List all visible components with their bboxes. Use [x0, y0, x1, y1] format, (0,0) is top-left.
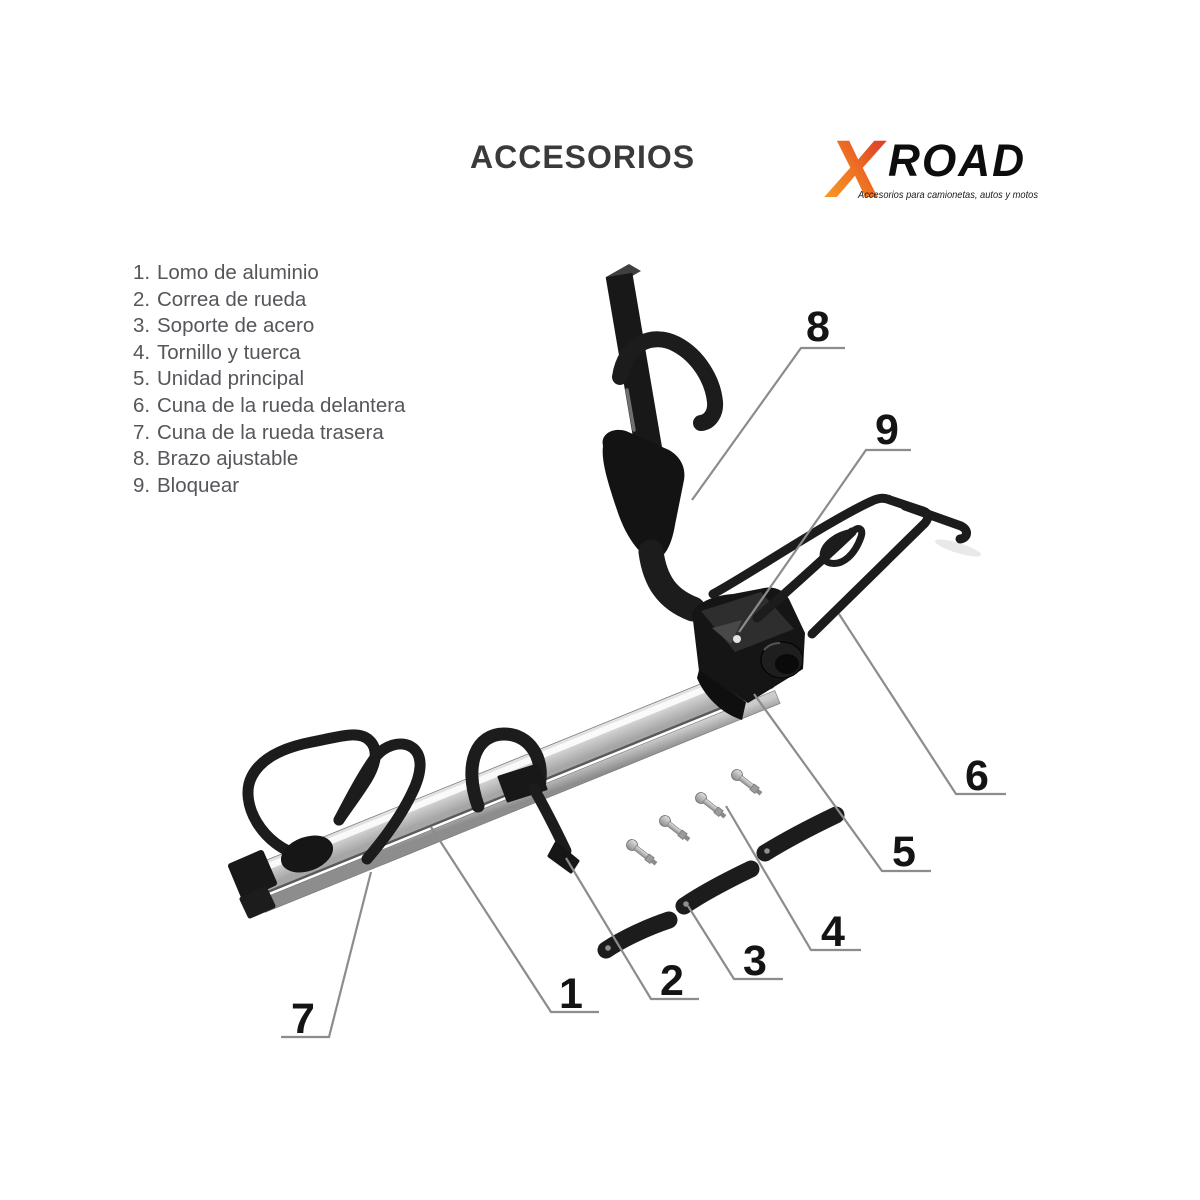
steel-support-hole [683, 901, 689, 907]
rear-cradle-right-loop [333, 738, 426, 865]
page-title: ACCESORIOS [470, 139, 696, 175]
callout-4-line [725, 805, 861, 952]
adjustable-arm [602, 264, 724, 622]
front-wheel-cradle [708, 493, 981, 639]
steel-support [675, 860, 760, 915]
callout-7: 7 [281, 871, 373, 1043]
steel-support-hole [764, 848, 770, 854]
strap-tip [547, 841, 580, 874]
front-cradle-top-bar [900, 501, 971, 544]
part-label: Lomo de aluminio [157, 261, 319, 284]
callout-9-number: 9 [875, 406, 899, 454]
callout-5-line [753, 693, 931, 873]
frame-hook [612, 331, 724, 431]
callout-8-number: 8 [806, 303, 830, 351]
part-label: Correa de rueda [157, 287, 307, 311]
callout-1: 1 [430, 826, 599, 1018]
ratchet-wedge [602, 429, 685, 560]
screw-set [623, 766, 765, 869]
part-number: 4. [133, 340, 151, 364]
parts-list: 1. Lomo de aluminio 2.Correa de rueda 3.S… [133, 260, 405, 499]
logo-road-text: ROAD [888, 135, 1026, 186]
callout-7-line [281, 871, 373, 1039]
unit-knob-highlight [763, 642, 781, 651]
arm-elbow [638, 539, 706, 622]
arm-slot [625, 388, 636, 432]
callout-3-number: 3 [743, 937, 767, 985]
part-number: 9. [133, 473, 151, 497]
rail-end-cap-lower [239, 886, 276, 919]
parts-list-item-6: 6.Cuna de la rueda delantera [133, 393, 405, 420]
strap-loop [465, 727, 547, 813]
unit-knob-face [775, 654, 799, 674]
callout-3: 3 [687, 905, 783, 985]
callout-2-number: 2 [660, 957, 684, 1005]
rail-end-cap [228, 850, 277, 900]
callout-1-line [430, 826, 599, 1014]
strap-tail [528, 783, 572, 857]
part-label: Unidad principal [157, 367, 305, 391]
logo-tagline: Accesorios para camionetas, autos y moto… [857, 189, 1039, 201]
part-number: 7. [133, 420, 151, 444]
part-label: Brazo ajustable [157, 447, 299, 471]
callout-8-line [691, 346, 845, 501]
parts-list-item-4: 4.Tornillo y tuerca [133, 340, 405, 367]
part-label: Bloquear [157, 473, 240, 497]
parts-list-item-7: 7.Cuna de la rueda trasera [133, 420, 405, 447]
steel-support-set [597, 806, 845, 959]
screw [656, 812, 693, 845]
parts-list-item-1: 1. Lomo de aluminio [133, 260, 405, 287]
parts-list-item-2: 2.Correa de rueda [133, 287, 405, 314]
callout-4-number: 4 [821, 908, 845, 956]
callout-6-number: 6 [965, 752, 989, 800]
parts-list-item-9: 9.Bloquear [133, 473, 405, 500]
callout-9-line [738, 448, 911, 633]
part-label: Cuna de la rueda trasera [157, 420, 384, 444]
rear-cradle-clamp [280, 835, 334, 873]
steel-support [597, 911, 678, 959]
part-label: Tornillo y tuerca [157, 340, 301, 364]
rail-highlight [248, 662, 766, 877]
rear-wheel-cradle [242, 729, 426, 873]
front-cradle-u-curl [819, 525, 866, 567]
xroad-logo: X ROAD Accesorios para camionetas, autos… [824, 124, 1039, 213]
part-number: 5. [133, 367, 151, 391]
parts-list-item-8: 8.Brazo ajustable [133, 446, 405, 473]
steel-support [756, 806, 845, 862]
callout-2-line [565, 857, 699, 1001]
callout-4: 4 [725, 805, 861, 956]
part-number: 8. [133, 447, 151, 471]
part-number: 3. [133, 314, 151, 338]
parts-list-item-5: 5.Unidad principal [133, 366, 405, 393]
part-label: Cuna de la rueda delantera [157, 393, 406, 417]
part-number: 6. [133, 393, 151, 417]
parts-list-item-3: 3.Soporte de acero [133, 313, 405, 340]
callout-8: 8 [691, 303, 845, 501]
screw [692, 789, 729, 822]
part-label: Soporte de acero [157, 314, 315, 338]
front-cradle-inner-wire [752, 527, 857, 623]
arm-bar [605, 272, 663, 454]
unit-lower-lobe [697, 670, 746, 720]
cradle-shadow [935, 539, 981, 557]
screw [623, 836, 660, 869]
part-number: 1. [133, 261, 151, 284]
callout-1-number: 1 [559, 970, 583, 1018]
unit-triangle-detail [712, 620, 742, 644]
callout-3-line [687, 905, 783, 981]
callout-9: 9 [738, 406, 911, 633]
callout-7-number: 7 [291, 995, 315, 1043]
callout-5: 5 [753, 693, 931, 876]
callout-6-line [838, 613, 1006, 796]
screw [728, 766, 765, 799]
logo-x-letter: X [824, 124, 887, 213]
lock-keyhole-dot [733, 635, 741, 643]
steel-support-hole [605, 945, 611, 951]
callout-2: 2 [565, 857, 699, 1005]
callout-6: 6 [838, 613, 1006, 800]
callout-5-number: 5 [892, 828, 916, 876]
part-number: 2. [133, 287, 151, 311]
